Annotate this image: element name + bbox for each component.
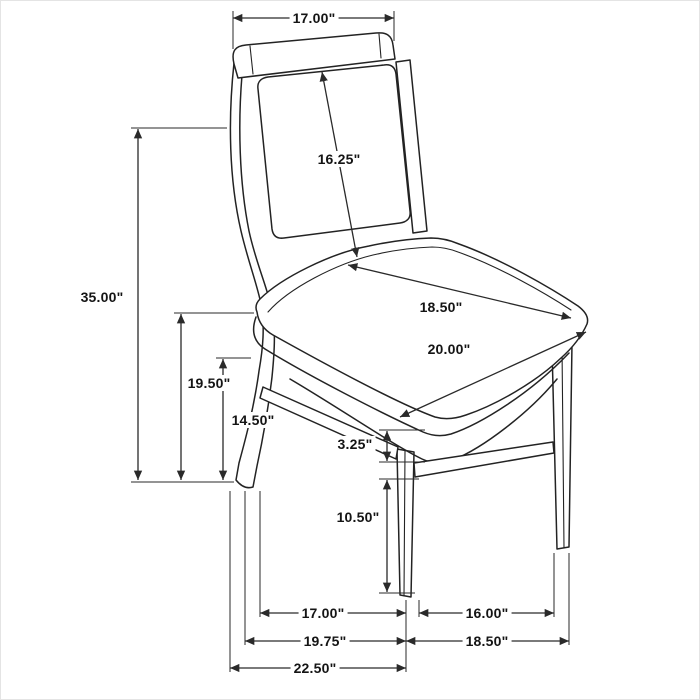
dim-label-top-back-width: 17.00" — [289, 10, 339, 26]
chair-front-left-leg — [396, 448, 415, 598]
chair-top-rail — [232, 32, 396, 79]
dim-seat-width — [399, 331, 587, 418]
dim-label-overall-depth: 22.50" — [290, 660, 340, 676]
dim-label-base-width: 18.50" — [462, 633, 512, 649]
dim-label-stretcher-to-floor: 10.50" — [333, 509, 383, 525]
dim-seat-depth — [347, 263, 572, 320]
dim-label-overall-height: 35.00" — [77, 289, 127, 305]
chair-front-left-leg-edge — [403, 450, 406, 597]
dim-label-seat-top-to-floor: 19.50" — [184, 375, 234, 391]
dim-label-seat-depth: 18.50" — [416, 299, 466, 315]
dimension-lines — [131, 11, 587, 673]
dim-label-front-leg-span: 17.00" — [298, 605, 348, 621]
dim-label-seat-width: 20.00" — [424, 341, 474, 357]
dim-label-seat-thickness: 3.25" — [334, 436, 376, 452]
chair-seat-cushion — [255, 237, 589, 420]
chair-top-rail-joints — [249, 33, 382, 75]
dim-label-base-depth: 19.75" — [300, 633, 350, 649]
chair-front-stretcher — [413, 441, 555, 478]
dim-label-side-leg-span: 16.00" — [462, 605, 512, 621]
dim-label-seat-frame-to-floor: 14.50" — [228, 412, 278, 428]
chair-side-stretcher — [259, 386, 399, 460]
chair — [229, 32, 589, 598]
dim-label-back-panel-diagonal: 16.25" — [314, 151, 364, 167]
chair-right-stile — [395, 59, 428, 234]
chair-rear-leg — [229, 62, 276, 489]
